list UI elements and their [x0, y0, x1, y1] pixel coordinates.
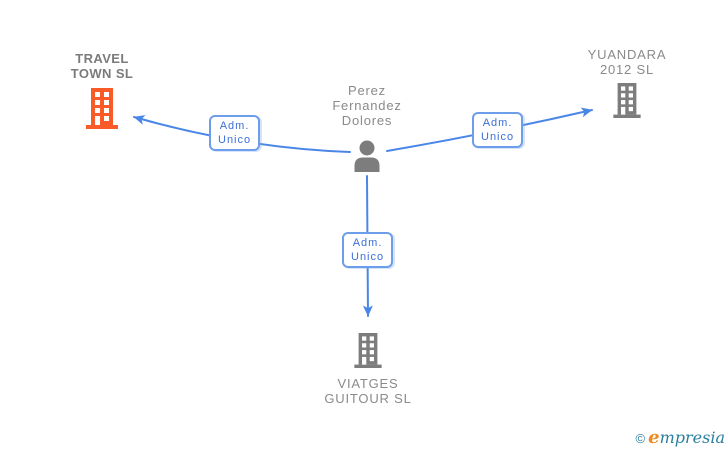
company-node-yuandara[interactable]: YUANDARA 2012 SL	[567, 47, 687, 118]
brand-rest: mpresia	[659, 428, 725, 447]
person-icon	[352, 140, 382, 172]
building-icon	[84, 88, 120, 129]
building-icon	[352, 333, 384, 368]
relation-badge-yuandara: Adm. Unico	[472, 112, 524, 148]
company-label-line: TRAVEL	[75, 51, 129, 66]
relation-label-line: Unico	[351, 251, 385, 263]
copyright-symbol: ©	[635, 431, 646, 446]
relation-label-line: Adm.	[219, 120, 250, 132]
relation-label-line: Adm.	[352, 237, 383, 249]
brand-initial: e	[648, 427, 660, 448]
company-label-line: YUANDARA	[587, 47, 667, 62]
relation-badge-viatges: Adm. Unico	[342, 232, 394, 268]
company-label-line: 2012 SL	[599, 62, 655, 77]
relation-badge-travel-town: Adm. Unico	[209, 115, 261, 151]
company-node-travel-town[interactable]: TRAVEL TOWN SL	[42, 51, 162, 129]
company-label-line: TOWN SL	[70, 66, 134, 81]
company-label-line: VIATGES	[337, 376, 399, 391]
relation-label-line: Unico	[481, 131, 515, 143]
company-node-viatges-guitour[interactable]: VIATGES GUITOUR SL	[306, 333, 430, 406]
person-name-line: Perez	[348, 83, 386, 98]
relation-label-line: Adm.	[482, 117, 513, 129]
person-name-line: Dolores	[341, 113, 393, 128]
relation-label-line: Unico	[218, 134, 252, 146]
brand-text: empresia	[648, 427, 725, 448]
person-name-line: Fernandez	[332, 98, 402, 113]
empresia-logo[interactable]: © empresia	[636, 427, 725, 448]
company-label-line: GUITOUR SL	[324, 391, 412, 406]
building-icon	[611, 83, 643, 118]
person-node[interactable]: Perez Fernandez Dolores	[304, 83, 430, 172]
